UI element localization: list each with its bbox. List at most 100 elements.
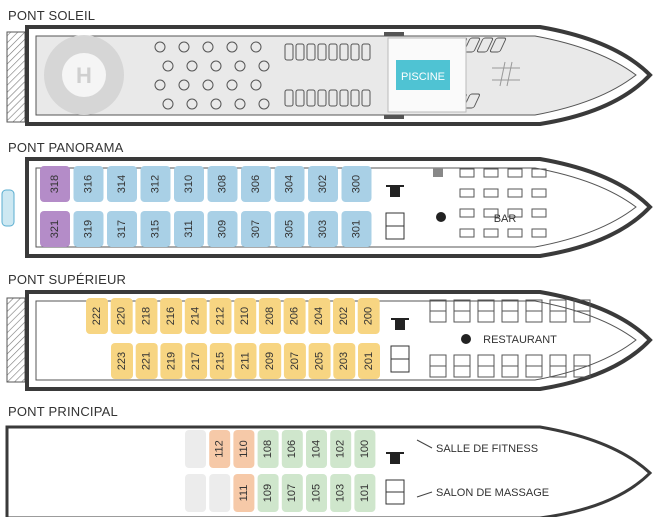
cabin: 207 (283, 343, 306, 379)
cabin-box (209, 298, 232, 334)
stern-hatch (6, 297, 26, 383)
table-icon (178, 79, 190, 91)
cabin-number: 307 (250, 220, 262, 238)
cabin: 300 (341, 166, 372, 202)
lounger-icon (317, 43, 327, 61)
table-icon (234, 98, 246, 110)
cabin-number: 314 (116, 175, 128, 193)
lounger-icon (350, 43, 360, 61)
cabin: 317 (107, 211, 137, 247)
cabin: 110 (233, 430, 255, 468)
cabin: 222 (86, 298, 108, 334)
table-icon (202, 41, 214, 53)
cabin: 202 (333, 298, 355, 334)
cabin: 109 (257, 474, 279, 512)
cabin-box (86, 298, 108, 334)
cabin: 215 (209, 343, 232, 379)
cabin: 104 (306, 430, 327, 468)
cabin: 209 (259, 343, 282, 379)
cabin: 201 (358, 343, 380, 379)
cabin-number: 110 (238, 440, 250, 458)
lounger-icon (339, 43, 349, 61)
cabin-box (241, 166, 271, 202)
table-icon (210, 98, 222, 110)
cabin-box (281, 474, 303, 512)
lounger-icon (284, 89, 294, 107)
cabin-box (140, 166, 171, 202)
cabin: 304 (274, 166, 305, 202)
lounger-icon (317, 89, 327, 107)
cabin: 307 (241, 211, 271, 247)
cabin: 319 (73, 211, 104, 247)
cabin-number: 200 (363, 307, 375, 325)
pool-label: PISCINE (401, 71, 445, 83)
bar-label: BAR (494, 213, 517, 225)
cabin: 312 (140, 166, 171, 202)
cabin-box (333, 298, 355, 334)
table-icon (154, 79, 166, 91)
cabin: 223 (111, 343, 133, 379)
cabin-number: 106 (286, 440, 298, 458)
cabin-number: 310 (183, 175, 195, 193)
cabin: 108 (257, 430, 279, 468)
cabin-box (73, 166, 104, 202)
cabin: 212 (209, 298, 232, 334)
cabin-number: 220 (116, 307, 128, 325)
cabin (185, 474, 206, 512)
cabin-box (174, 211, 204, 247)
cabin-number: 201 (363, 352, 375, 370)
cabin-box (330, 474, 352, 512)
deck-title-soleil: PONT SOLEIL (8, 8, 96, 23)
cabin-box (306, 474, 327, 512)
cabin: 321 (40, 211, 70, 247)
cabin-box (160, 298, 183, 334)
cabin: 206 (283, 298, 306, 334)
table-icon (210, 60, 222, 72)
cabin: 102 (330, 430, 352, 468)
cabin: 310 (174, 166, 204, 202)
cabin-box (283, 343, 306, 379)
cabin: 301 (341, 211, 372, 247)
restaurant-seating (429, 299, 591, 378)
cabin-number: 312 (149, 175, 161, 193)
lounger-icon (463, 37, 481, 53)
cabin-box (274, 211, 305, 247)
cabin: 107 (281, 474, 303, 512)
cabin-box (341, 166, 372, 202)
cabin: 302 (308, 166, 338, 202)
fitness-label: SALLE DE FITNESS (436, 443, 538, 455)
cabin-box (354, 430, 376, 468)
lounger-icon (295, 89, 305, 107)
cabin-box (111, 343, 133, 379)
cabin-box (207, 211, 238, 247)
helipad-label: H (76, 63, 92, 88)
cabin-box (185, 474, 206, 512)
table-icon (186, 60, 198, 72)
cabin-number: 205 (314, 352, 326, 370)
cabin-box (135, 343, 158, 379)
cabin: 105 (306, 474, 327, 512)
cabin-box (233, 474, 255, 512)
wheel-icon (492, 61, 520, 87)
table-icon (258, 98, 270, 110)
bar-seat-icon (507, 188, 523, 198)
deck-title-principal: PONT PRINCIPAL (8, 404, 118, 419)
lounger-icon (328, 89, 338, 107)
cabin: 311 (174, 211, 204, 247)
cabin-number: 306 (250, 175, 262, 193)
cabin-number: 217 (190, 352, 202, 370)
cabin-number: 305 (283, 220, 295, 238)
cabin-box (209, 430, 231, 468)
cabin: 305 (274, 211, 305, 247)
cabin-number: 218 (140, 307, 152, 325)
stern-hatch (6, 31, 26, 123)
cabin-number: 107 (286, 484, 298, 502)
cabin-number: 321 (49, 220, 61, 238)
cabin-number: 301 (350, 220, 362, 238)
cabin: 204 (308, 298, 331, 334)
cabin-box (160, 343, 183, 379)
cabin-box (185, 430, 206, 468)
